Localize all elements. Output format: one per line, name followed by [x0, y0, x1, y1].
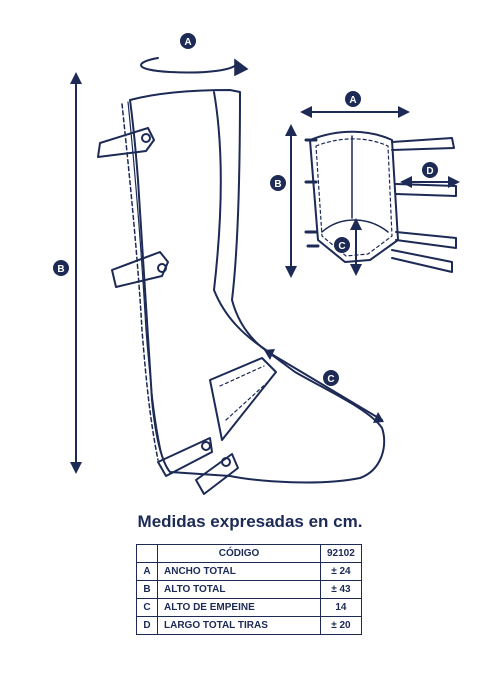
flat-strap-1 — [391, 137, 455, 151]
flat-strap-2 — [395, 183, 457, 197]
svg-text:D: D — [426, 166, 433, 177]
flat-strap-3 — [395, 231, 457, 249]
measurements-table: CÓDIGO 92102 A ANCHO TOTAL ± 24 B ALTO T… — [136, 544, 362, 635]
table-cell-value: ± 20 — [320, 616, 362, 635]
table-cell-key: A — [136, 562, 158, 581]
table-cell-key: C — [136, 598, 158, 617]
marker-d-small: D — [422, 162, 438, 178]
table-cell-value: 14 — [320, 598, 362, 617]
table-cell-key: D — [136, 616, 158, 635]
table-cell-key — [136, 544, 158, 563]
strap-lower-2 — [195, 453, 239, 495]
rotation-arrow — [140, 57, 249, 77]
ankle-strap-panel — [209, 357, 277, 441]
seam-line — [121, 103, 159, 461]
svg-text:C: C — [338, 241, 345, 252]
table-row: C ALTO DE EMPEINE 14 — [136, 598, 362, 617]
marker-c-main: C — [323, 370, 339, 386]
svg-text:A: A — [349, 95, 356, 106]
measurements-caption: Medidas expresadas en cm. — [137, 512, 363, 531]
boot-outline — [129, 89, 386, 484]
table-cell-value: ± 24 — [320, 562, 362, 581]
svg-text:B: B — [274, 179, 281, 190]
table-cell-value: 92102 — [320, 544, 362, 563]
table-cell-value: ± 43 — [320, 580, 362, 599]
strap-top — [97, 127, 155, 158]
marker-b-small: B — [270, 175, 286, 191]
orthosis-diagram: A B C A B C D — [53, 33, 460, 495]
marker-a-small: A — [345, 91, 361, 107]
strap-lower-1 — [157, 437, 213, 477]
svg-text:C: C — [327, 374, 334, 385]
table-cell-label: LARGO TOTAL TIRAS — [157, 616, 321, 635]
strap-middle — [111, 251, 169, 288]
table-cell-label: ALTO TOTAL — [157, 580, 321, 599]
flat-strap-4 — [391, 249, 453, 273]
instep-arrow — [267, 351, 383, 421]
table-row: D LARGO TOTAL TIRAS ± 20 — [136, 616, 362, 635]
svg-text:A: A — [184, 37, 191, 48]
marker-b-main: B — [53, 260, 69, 276]
table-row: A ANCHO TOTAL ± 24 — [136, 562, 362, 581]
table-cell-label: CÓDIGO — [157, 544, 321, 563]
marker-a-main: A — [180, 33, 196, 49]
flat-shell-outline — [309, 130, 399, 263]
table-row: B ALTO TOTAL ± 43 — [136, 580, 362, 599]
table-cell-key: B — [136, 580, 158, 599]
table-cell-label: ANCHO TOTAL — [157, 562, 321, 581]
table-cell-label: ALTO DE EMPEINE — [157, 598, 321, 617]
front-shell-edge — [213, 91, 267, 351]
svg-text:B: B — [57, 264, 64, 275]
marker-c-small: C — [334, 237, 350, 253]
table-header-row: CÓDIGO 92102 — [136, 544, 362, 563]
